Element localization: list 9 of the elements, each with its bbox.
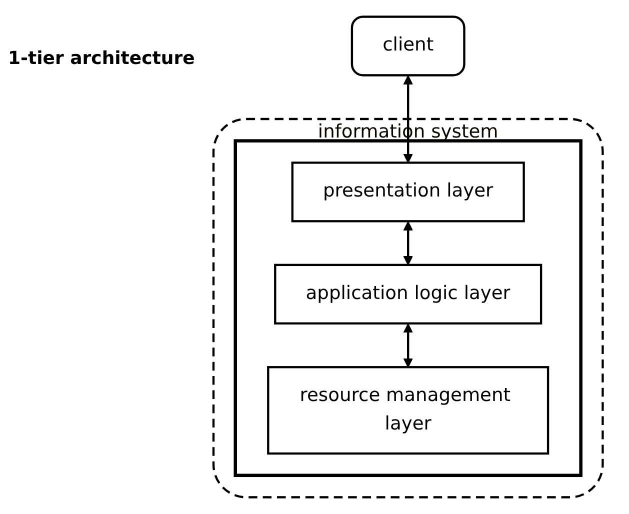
diagram-title: 1-tier architecture [8,48,195,69]
node-box: client [350,16,466,76]
arrow [403,323,413,368]
node-box: application logic layer [274,264,542,325]
cluster [234,139,582,478]
node-box: presentation layer [291,162,525,222]
arrow [403,221,413,266]
node-box: resource management layer [266,366,549,455]
arrow [403,75,413,164]
